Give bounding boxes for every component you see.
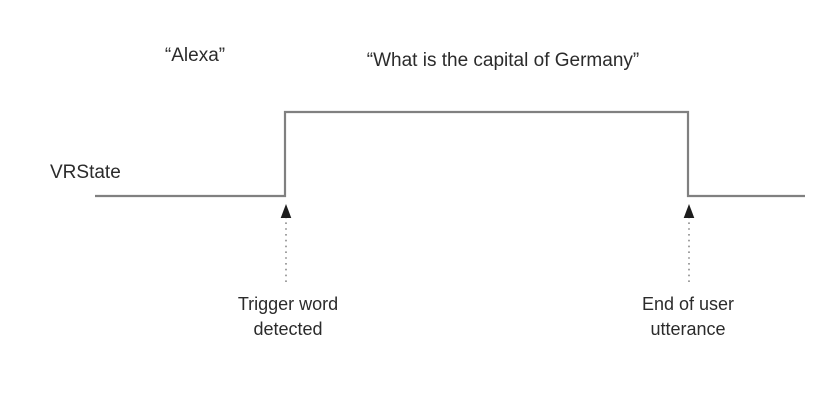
caption-line-1: End of user (641, 294, 735, 314)
caption-line-2: utterance (650, 319, 726, 339)
end-of-utterance-callout (683, 204, 695, 282)
signal-name-label: VRState (50, 162, 121, 183)
up-arrow-icon (280, 204, 292, 218)
trigger-word-callout (280, 204, 292, 282)
caption-line-1: Trigger word (237, 294, 339, 314)
trigger-word-utterance-label: “Alexa” (164, 45, 226, 66)
query-utterance-label: “What is the capital of Germany” (366, 50, 640, 71)
end-of-user-utterance-caption: End of user utterance (642, 292, 734, 342)
caption-line-2: detected (253, 319, 323, 339)
trigger-word-detected-caption: Trigger word detected (238, 292, 338, 342)
vrstate-signal-trace (95, 110, 805, 198)
up-arrow-icon (683, 204, 695, 218)
